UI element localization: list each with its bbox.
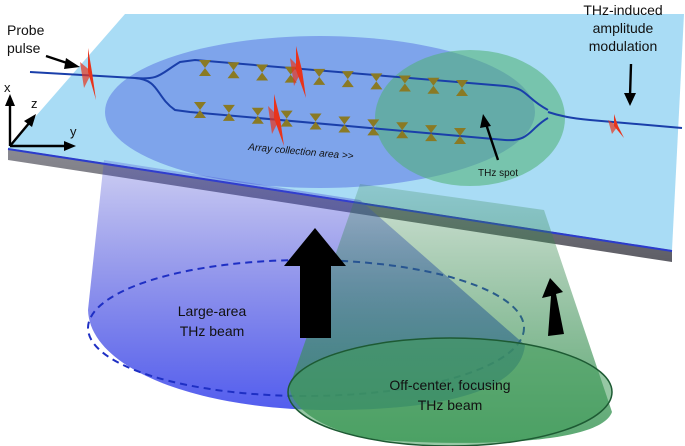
bowtie-antenna xyxy=(280,110,293,127)
bowtie-antenna xyxy=(256,64,269,81)
bowtie-antenna xyxy=(341,71,354,88)
bowtie-antenna xyxy=(367,119,380,136)
bowtie-antenna xyxy=(199,60,211,76)
bowtie-antenna xyxy=(194,102,206,118)
bowtie-antenna xyxy=(338,116,351,133)
bowtie-antenna xyxy=(370,73,383,90)
thz-modulation-label-line1: THz-induced xyxy=(583,2,662,18)
probe-label-line1: Probe xyxy=(7,22,45,38)
focus-beam-label-line1: Off-center, focusing xyxy=(389,377,510,393)
bowtie-antenna xyxy=(425,125,438,142)
large-beam-label-line1: Large-area xyxy=(178,303,247,319)
thz-pulse-upper xyxy=(290,46,306,98)
bowtie-antenna xyxy=(227,62,240,79)
bowtie-antenna xyxy=(313,68,326,85)
coordinate-axes xyxy=(5,94,76,151)
probe-pulse xyxy=(80,48,96,100)
probe-arrow xyxy=(45,54,80,69)
large-beam-arrow xyxy=(284,228,346,338)
large-beam-label-line2: THz beam xyxy=(180,323,245,339)
bowtie-antenna xyxy=(309,113,322,130)
focusing-beam-footprint xyxy=(287,337,613,446)
thz-pulse-lower xyxy=(268,94,284,146)
bowtie-antenna xyxy=(454,128,466,144)
antenna-array xyxy=(194,60,468,144)
bowtie-antenna xyxy=(427,77,440,94)
thz-spot-area xyxy=(375,50,565,186)
bowtie-antenna xyxy=(251,107,264,124)
thz-modulation-label-line3: modulation xyxy=(589,38,658,54)
thz-spot-arrow xyxy=(480,114,500,161)
thz-spot-label: THz spot xyxy=(478,168,518,179)
modulation-arrow xyxy=(624,63,636,106)
bowtie-antenna xyxy=(456,80,468,96)
output-pulse xyxy=(608,114,624,138)
focus-beam-label-line2: THz beam xyxy=(418,397,483,413)
focus-beam-arrow xyxy=(542,278,564,336)
bowtie-antenna xyxy=(222,104,235,121)
bowtie-antenna xyxy=(396,122,409,139)
thz-modulation-label-line2: amplitude xyxy=(593,20,654,36)
bowtie-antenna xyxy=(398,75,411,92)
waveguide xyxy=(29,58,683,142)
axis-y-label: y xyxy=(70,124,77,139)
axis-x-label: x xyxy=(4,80,11,95)
axis-z-label: z xyxy=(31,96,38,111)
probe-label-line2: pulse xyxy=(7,40,41,56)
